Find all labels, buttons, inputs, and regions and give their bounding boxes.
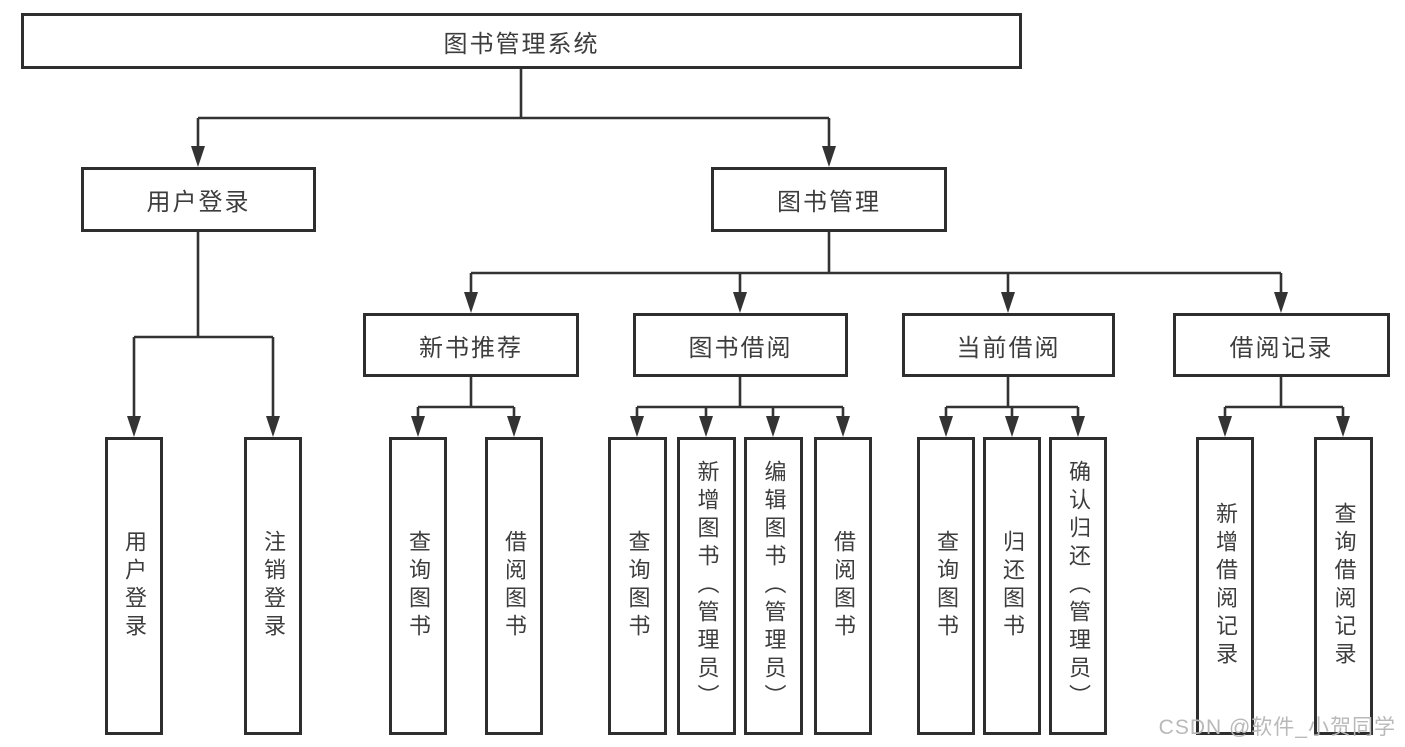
node-book-management: 图书管理 <box>711 167 947 232</box>
leaf-query-books-current: 查询图书 <box>917 437 975 735</box>
node-label: 借阅记录 <box>1229 334 1334 362</box>
leaf-edit-books-admin: 编辑图书（管理员） <box>744 437 803 735</box>
leaf-label: 新增借阅记录 <box>1213 502 1238 670</box>
node-label: 当前借阅 <box>956 334 1061 362</box>
leaf-confirm-return-admin: 确认归还（管理员） <box>1049 437 1107 735</box>
leaf-label: 确认归还（管理员） <box>1066 460 1091 712</box>
node-current-borrow: 当前借阅 <box>902 313 1115 377</box>
leaf-user-login: 用户登录 <box>105 437 163 735</box>
leaf-label: 查询图书 <box>934 530 959 642</box>
leaf-query-books-recommend: 查询图书 <box>389 437 447 735</box>
node-book-borrow: 图书借阅 <box>633 313 848 377</box>
leaf-label: 归还图书 <box>1000 530 1025 642</box>
leaf-query-borrow-record: 查询借阅记录 <box>1314 437 1373 735</box>
leaf-return-books: 归还图书 <box>983 437 1041 735</box>
leaf-label: 借阅图书 <box>831 530 856 642</box>
leaf-label: 编辑图书（管理员） <box>761 460 787 712</box>
leaf-add-borrow-record: 新增借阅记录 <box>1196 437 1254 735</box>
node-label: 用户登录 <box>146 189 251 216</box>
leaf-label: 新增图书（管理员） <box>694 460 720 712</box>
arrowheads <box>127 146 1350 437</box>
leaf-borrow-books: 借阅图书 <box>814 437 872 735</box>
leaf-label: 注销登录 <box>261 530 286 642</box>
node-new-book-recommend: 新书推荐 <box>363 313 579 377</box>
node-borrow-records: 借阅记录 <box>1173 313 1390 377</box>
node-label: 图书借阅 <box>688 334 793 362</box>
leaf-label: 查询图书 <box>406 530 431 642</box>
node-library-management-system: 图书管理系统 <box>21 13 1022 69</box>
leaf-label: 借阅图书 <box>502 530 527 642</box>
leaf-label: 用户登录 <box>122 530 147 642</box>
leaf-query-books-borrow: 查询图书 <box>608 437 667 735</box>
leaf-logout-login: 注销登录 <box>244 437 302 735</box>
leaf-label: 查询图书 <box>625 530 651 642</box>
leaf-label: 查询借阅记录 <box>1331 502 1357 670</box>
node-label: 新书推荐 <box>419 334 523 362</box>
watermark: CSDN @软件_小贺同学 <box>1158 716 1396 739</box>
node-label: 图书管理系统 <box>443 30 600 58</box>
node-label: 图书管理 <box>777 189 881 216</box>
leaf-borrow-books-recommend: 借阅图书 <box>485 437 543 735</box>
leaf-add-books-admin: 新增图书（管理员） <box>677 437 736 735</box>
node-user-login: 用户登录 <box>81 167 316 232</box>
